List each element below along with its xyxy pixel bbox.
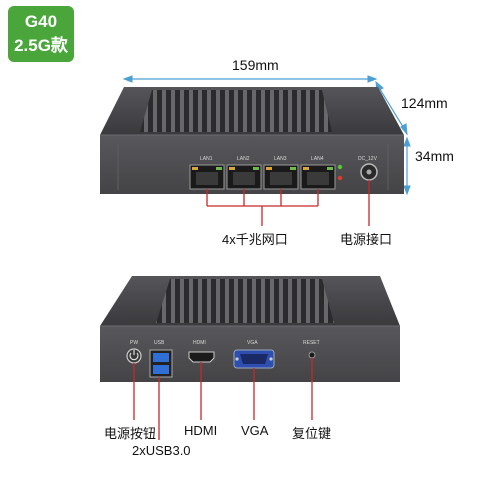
lan1-label: LAN1 [200,156,213,162]
lan-port-3 [263,164,299,190]
lan-port-2 [226,164,262,190]
hdmi-port-label: HDMI [193,340,206,346]
usb-ports [149,349,173,378]
vga-port [233,349,275,369]
hdmi-port [188,351,215,363]
model-variant: 2.5G款 [14,36,68,55]
model-badge: G40 2.5G款 [8,6,74,62]
lan-callout-lines [206,189,319,226]
status-led-red [337,175,343,181]
power-button-callout: 电源按钮 [104,426,157,441]
reset-pinhole [308,351,316,359]
reset-label: RESET [303,340,320,346]
lan-port-4 [300,164,336,190]
depth-dimension: 124mm [401,95,448,111]
width-dimension-line [122,75,378,83]
power-button [126,348,142,364]
bottom-callout-lines [133,358,313,440]
height-dimension: 34mm [415,148,454,164]
vga-port-label: VGA [247,340,258,346]
reset-callout: 复位键 [292,426,332,441]
usb-callout: 2xUSB3.0 [132,443,191,458]
dc-power-jack [360,163,378,181]
hdmi-callout: HDMI [184,423,218,438]
lan-port-1 [189,164,225,190]
vga-callout: VGA [241,423,269,438]
dc-power-label: DC_12V [358,156,378,162]
status-led-green [337,164,343,170]
lan4-label: LAN4 [311,156,324,162]
power-port-callout: 电源接口 [340,232,393,247]
height-dimension-line [403,136,411,196]
model-name: G40 [24,12,58,31]
lan2-label: LAN2 [237,156,250,162]
lan3-label: LAN3 [274,156,287,162]
lan-ports-callout: 4x千兆网口 [222,232,288,247]
pw-label: PW [130,340,138,346]
usb-label: USB [154,340,165,346]
width-dimension: 159mm [232,57,279,73]
